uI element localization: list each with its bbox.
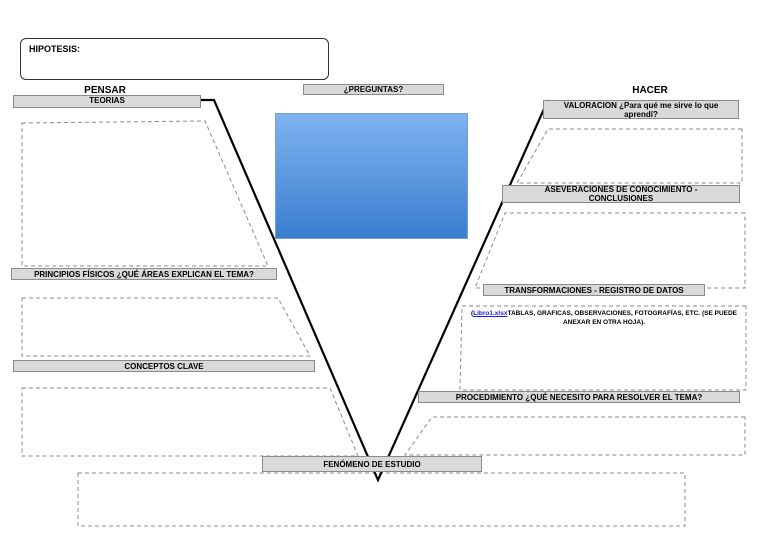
- registro-description: TABLAS, GRAFICAS, OBSERVACIONES, FOTOGRA…: [507, 310, 738, 326]
- libro1-link[interactable]: Libro1.xlsx: [473, 310, 508, 317]
- left-box-2-outline: [21, 297, 311, 357]
- preguntas-label: ¿PREGUNTAS?: [303, 84, 444, 95]
- left-box-1-outline: [21, 120, 269, 267]
- right-box-3-outline: [459, 305, 747, 391]
- pensar-title: PENSAR: [84, 85, 126, 96]
- valoracion-label: VALORACION ¿Para qué me sirve lo que apr…: [543, 100, 739, 119]
- fenomeno-box-outline: [77, 472, 686, 527]
- aseveraciones-label: ASEVERACIONES DE CONOCIMIENTO - CONCLUSI…: [502, 185, 740, 203]
- right-box-4-outline: [404, 416, 746, 456]
- procedimiento-label: PROCEDIMIENTO ¿QUÉ NECESITO PARA RESOLVE…: [418, 391, 740, 403]
- teorias-label: TEORIAS: [13, 95, 201, 108]
- left-box-3-outline: [21, 387, 359, 457]
- principios-label: PRINCIPIOS FÍSICOS ¿QUÉ ÁREAS EXPLICAN E…: [11, 268, 277, 280]
- right-box-1-outline: [516, 128, 743, 184]
- hipotesis-label: HIPOTESIS:: [29, 44, 81, 54]
- hacer-title: HACER: [632, 85, 668, 96]
- right-box-2-outline: [474, 212, 746, 289]
- v-shape: [200, 98, 550, 483]
- conceptos-label: CONCEPTOS CLAVE: [13, 360, 315, 372]
- hipotesis-box[interactable]: HIPOTESIS:: [20, 38, 329, 80]
- preguntas-box[interactable]: [275, 113, 468, 239]
- registro-text: (Libro1.xlsxTABLAS, GRAFICAS, OBSERVACIO…: [470, 310, 738, 326]
- transformaciones-label: TRANSFORMACIONES - REGISTRO DE DATOS: [483, 284, 705, 296]
- fenomeno-label: FENÓMENO DE ESTUDIO: [262, 456, 482, 472]
